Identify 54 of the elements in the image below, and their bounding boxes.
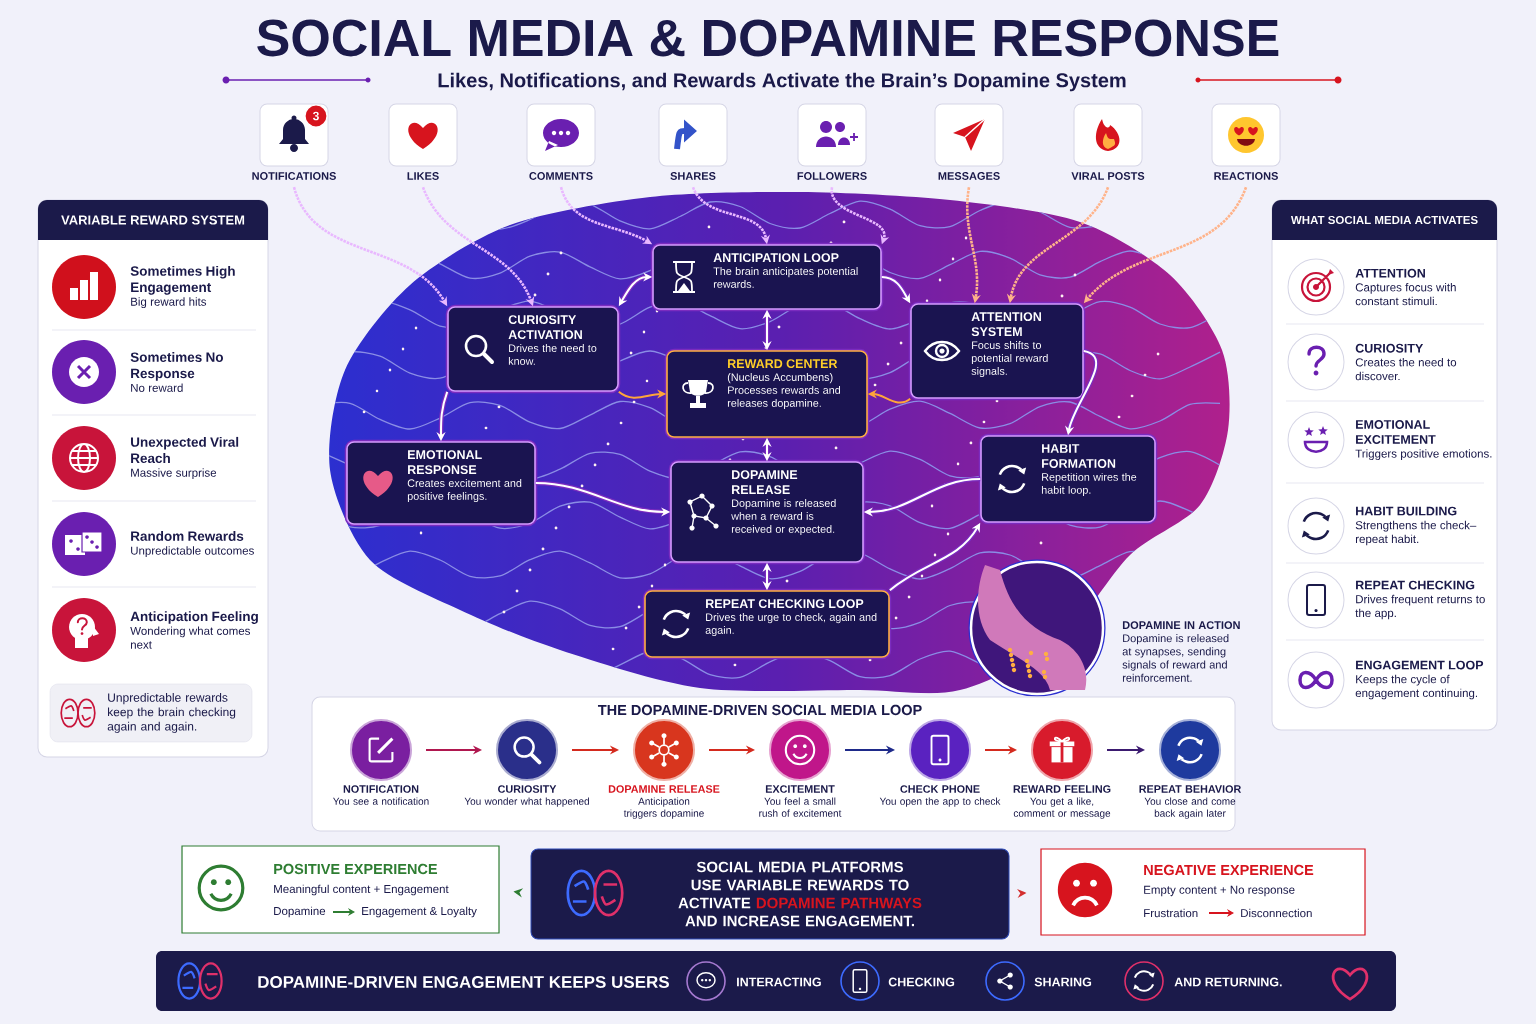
process-box: EMOTIONAL RESPONSE Creates excitement and positive feelings. xyxy=(344,439,538,527)
list-item: Unexpected Viral Reach Massive surprise xyxy=(131,436,239,480)
node-label: POSITIVE EXPERIENCE xyxy=(274,863,438,875)
title: SOCIAL MEDIA & DOPAMINE RESPONSE xyxy=(257,19,1279,57)
step-label: CURIOSITY You wonder what happened xyxy=(464,785,589,807)
node-label: Engagement & Loyalty xyxy=(362,906,477,918)
step-label: EXCITEMENT You feel a small rush of excitement xyxy=(759,785,842,817)
icon-label: MESSAGES xyxy=(938,172,1000,180)
icon-label: REACTIONS xyxy=(1214,172,1278,180)
process-box: DOPAMINE RELEASE Dopamine is released when a reward is received or expected. xyxy=(668,459,866,565)
list-item: Sometimes No Response No reward xyxy=(130,352,223,392)
info-text: DOPAMINE IN ACTION Dopamine is released at synapses, sending signals of reward and reinforcement. xyxy=(1122,621,1240,682)
process-box: REWARD CENTER (Nucleus Accumbens) Processes rewards and releases dopamine. xyxy=(664,348,870,440)
subtitle: Likes, Notifications, and Rewards Activate the Brain’s Dopamine System xyxy=(438,72,1126,92)
process-box: ANTICIPATION LOOP The brain anticipates potential rewards. xyxy=(650,242,884,312)
icon-label: NOTIFICATIONS xyxy=(252,172,336,180)
list-item: EMOTIONAL EXCITEMENT Triggers positive emotions. xyxy=(1355,420,1492,460)
banner-word: CHECKING xyxy=(888,977,955,987)
list-item: ATTENTION Captures focus with constant stimuli. xyxy=(1355,268,1456,306)
node-label: NEGATIVE EXPERIENCE xyxy=(1144,864,1314,876)
banner-word: AND RETURNING. xyxy=(1174,977,1282,987)
node-label: Empty content + No response xyxy=(1144,885,1295,897)
icon-label: COMMENTS xyxy=(529,172,593,180)
list-item: Random Rewards Unpredictable outcomes xyxy=(131,531,254,557)
list-item: Anticipation Feeling Wondering what comes next xyxy=(130,611,258,649)
node-label: Disconnection xyxy=(1241,908,1312,918)
icon-label: LIKES xyxy=(407,172,439,180)
outcome-box: NEGATIVE EXPERIENCE Empty content + No response Frustration Disconnection xyxy=(1040,848,1366,936)
icon-label: FOLLOWERS xyxy=(797,172,867,180)
node-label: Frustration xyxy=(1144,908,1198,918)
list-item: ENGAGEMENT LOOP Keeps the cycle of engagement continuing. xyxy=(1355,660,1484,700)
step-label: NOTIFICATION You see a notification xyxy=(333,785,429,805)
notification-badge: 3 xyxy=(304,104,328,128)
list-item: HABIT BUILDING Strengthens the check–repeat habit. xyxy=(1355,506,1477,546)
outcome-box: POSITIVE EXPERIENCE Meaningful content + Engagement Dopamine Engagement & Loyalty xyxy=(181,845,500,934)
node-label: Dopamine xyxy=(274,906,326,918)
step-label: CHECK PHONE You open the app to check xyxy=(879,785,1001,807)
step-label: DOPAMINE RELEASE Anticipation triggers dopamine xyxy=(608,785,720,819)
process-box: HABIT FORMATION Repetition wires the habit loop. xyxy=(978,433,1158,525)
callout-box: Unpredictable rewards keep the brain checking again and again. xyxy=(49,683,253,743)
process-box: ATTENTION SYSTEM Focus shifts to potential reward signals. xyxy=(908,301,1086,401)
list-item: REPEAT CHECKING Drives frequent returns to the app. xyxy=(1355,580,1485,620)
list-item: Sometimes High Engagement Big reward hits xyxy=(130,265,235,309)
step-label: REWARD FEELING You get a like, comment or message xyxy=(1013,785,1111,819)
banner-word: INTERACTING xyxy=(737,977,821,987)
process-box: CURIOSITY ACTIVATION Drives the need to know. xyxy=(445,304,621,394)
process-box: REPEAT CHECKING LOOP Drives the urge to check, again and again. xyxy=(642,588,892,660)
step-label: REPEAT BEHAVIOR You close and come back again later xyxy=(1139,785,1242,819)
icon-label: VIRAL POSTS xyxy=(1071,172,1145,180)
message-banner: SOCIAL MEDIA PLATFORMS USE VARIABLE REWARDS TO ACTIVATE DOPAMINE PATHWAYS AND INCREASE ENGAGEMENT. xyxy=(530,848,1010,940)
icon-label: SHARES xyxy=(670,172,716,180)
banner-word: SHARING xyxy=(1034,977,1092,987)
list-item: CURIOSITY Creates the need to discover. xyxy=(1355,343,1457,381)
node-label: Meaningful content + Engagement xyxy=(274,884,449,896)
